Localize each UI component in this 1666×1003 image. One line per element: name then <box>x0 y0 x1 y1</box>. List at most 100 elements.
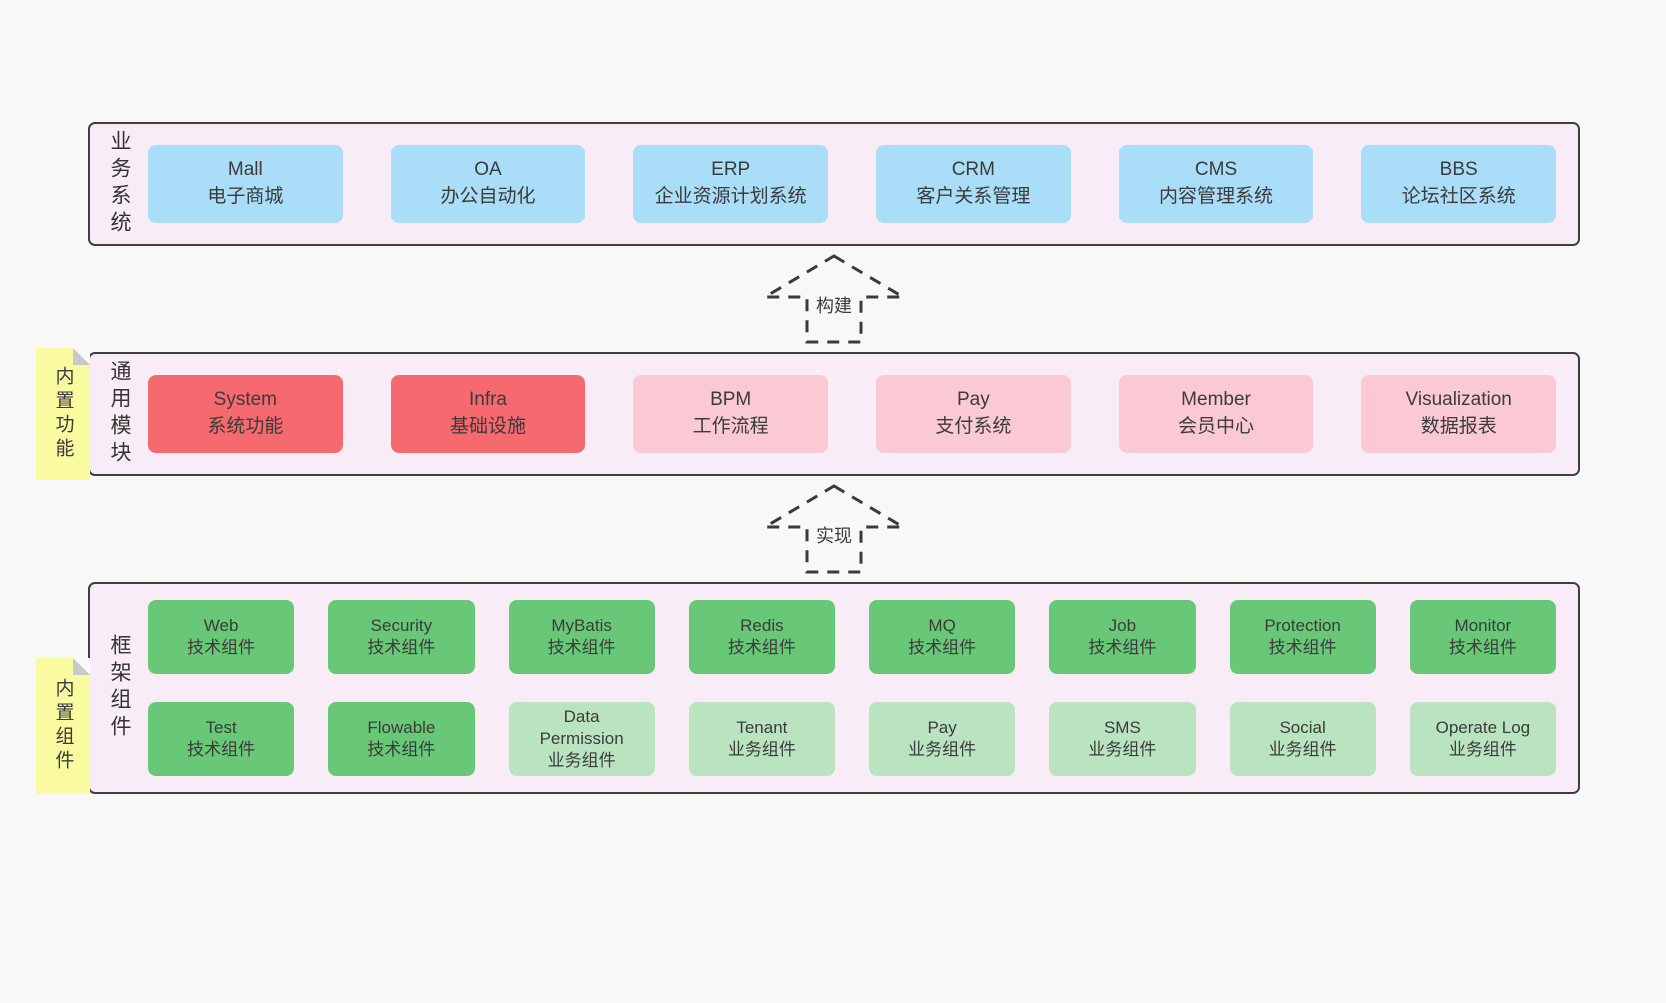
box-subtitle: 系统功能 <box>207 416 284 437</box>
implement-arrow-label: 实现 <box>812 522 856 548</box>
box-title: Operate Log <box>1435 717 1531 737</box>
box-bbs: BBS 论坛社区系统 <box>1361 145 1557 223</box>
box-subtitle: 业务组件 <box>908 740 977 759</box>
box-title: SMS <box>1103 717 1141 737</box>
box-title: Test <box>205 717 237 737</box>
box-title: Flowable <box>367 717 436 737</box>
box-flowable: Flowable 技术组件 <box>328 702 475 776</box>
box-title: Redis <box>740 615 784 635</box>
box-title: Tenant <box>736 717 788 737</box>
box-crm: CRM 客户关系管理 <box>876 145 1071 223</box>
box-title: Pay <box>956 389 990 411</box>
box-subtitle: 技术组件 <box>727 638 796 657</box>
build-arrow-label: 构建 <box>812 292 856 318</box>
box-subtitle: 会员中心 <box>1178 416 1255 437</box>
box-subtitle: 技术组件 <box>547 638 616 657</box>
build-arrow: 构建 <box>88 246 1580 352</box>
box-title: Security <box>370 615 433 635</box>
box-subtitle: 企业资源计划系统 <box>654 186 807 207</box>
built-in-components-note: 内置组件 <box>36 658 90 794</box>
box-mq: MQ 技术组件 <box>869 600 1016 674</box>
business-boxes: Mall 电子商城 OA 办公自动化 ERP 企业资源计划系统 CRM 客户关系… <box>148 145 1557 223</box>
box-security: Security 技术组件 <box>328 600 475 674</box>
box-operate-log: Operate Log 业务组件 <box>1409 702 1556 776</box>
box-bpm: BPM 工作流程 <box>633 375 829 453</box>
box-cms: CMS 内容管理系统 <box>1118 145 1314 223</box>
box-subtitle: 业务组件 <box>1268 740 1337 759</box>
box-subtitle: 业务组件 <box>1088 740 1157 759</box>
box-title: MyBatis <box>551 615 612 635</box>
panel-label-business: 业务系统 <box>108 130 131 238</box>
box-protection: Protection 技术组件 <box>1229 600 1376 674</box>
box-title: Web <box>203 615 239 635</box>
box-infra: Infra 基础设施 <box>390 375 586 453</box>
box-subtitle: 电子商城 <box>207 186 284 207</box>
box-title: Monitor <box>1454 615 1512 635</box>
box-oa: OA 办公自动化 <box>390 145 586 223</box>
box-subtitle: 客户关系管理 <box>916 186 1031 207</box>
box-subtitle: 办公自动化 <box>440 186 536 207</box>
panel-label-modules: 通用模块 <box>108 360 131 468</box>
box-title: Social <box>1279 717 1326 737</box>
box-title: OA <box>474 159 502 181</box>
box-pay-module: Pay 支付系统 <box>876 375 1071 453</box>
box-title: Visualization <box>1405 389 1512 411</box>
box-subtitle: 技术组件 <box>1448 638 1517 657</box>
built-in-features-note: 内置功能 <box>36 348 90 480</box>
box-subtitle: 技术组件 <box>1088 638 1157 657</box>
box-member: Member 会员中心 <box>1118 375 1314 453</box>
box-subtitle: 论坛社区系统 <box>1401 186 1516 207</box>
box-subtitle: 技术组件 <box>187 638 256 657</box>
framework-row-1: Web 技术组件 Security 技术组件 MyBatis 技术组件 Redi… <box>148 600 1556 674</box>
box-title: Pay <box>927 717 957 737</box>
box-subtitle: 技术组件 <box>187 740 256 759</box>
box-subtitle: 内容管理系统 <box>1159 186 1274 207</box>
box-title: MQ <box>928 615 956 635</box>
box-redis: Redis 技术组件 <box>688 600 835 674</box>
box-mall: Mall 电子商城 <box>148 145 343 223</box>
panel-label-framework: 框架组件 <box>108 634 131 742</box>
box-subtitle: 基础设施 <box>450 416 527 437</box>
box-subtitle: 技术组件 <box>908 638 977 657</box>
box-title: BPM <box>710 389 752 411</box>
up-arrow-icon <box>759 254 909 344</box>
box-erp: ERP 企业资源计划系统 <box>633 145 829 223</box>
box-subtitle: 工作流程 <box>692 416 769 437</box>
box-title: Protection <box>1264 615 1341 635</box>
box-subtitle: 业务组件 <box>1448 740 1517 759</box>
architecture-diagram: 业务系统 Mall 电子商城 OA 办公自动化 ERP 企业资源计划系统 CRM… <box>36 122 1580 794</box>
box-subtitle: 业务组件 <box>727 740 796 759</box>
box-title: Mall <box>227 159 263 181</box>
box-title: Infra <box>468 389 508 411</box>
up-arrow-icon <box>759 484 909 574</box>
box-web: Web 技术组件 <box>148 600 295 674</box>
box-title: CMS <box>1194 159 1238 181</box>
box-visualization: Visualization 数据报表 <box>1361 375 1557 453</box>
box-monitor: Monitor 技术组件 <box>1409 600 1556 674</box>
box-title: BBS <box>1439 159 1478 181</box>
business-systems-panel: 业务系统 Mall 电子商城 OA 办公自动化 ERP 企业资源计划系统 CRM… <box>88 122 1580 246</box>
implement-arrow: 实现 <box>88 476 1580 582</box>
box-subtitle: 数据报表 <box>1420 416 1497 437</box>
framework-row-2: Test 技术组件 Flowable 技术组件 Data Permission … <box>148 702 1556 776</box>
box-subtitle: 技术组件 <box>1268 638 1337 657</box>
box-system: System 系统功能 <box>148 375 343 453</box>
box-subtitle: 技术组件 <box>367 740 436 759</box>
box-title: Job <box>1108 615 1137 635</box>
box-job: Job 技术组件 <box>1049 600 1196 674</box>
box-sms: SMS 业务组件 <box>1049 702 1196 776</box>
box-title: Data Permission <box>539 706 624 748</box>
module-boxes: System 系统功能 Infra 基础设施 BPM 工作流程 Pay 支付系统… <box>148 375 1557 453</box>
box-tenant: Tenant 业务组件 <box>688 702 835 776</box>
box-subtitle: 支付系统 <box>935 416 1012 437</box>
common-modules-panel: 内置功能 通用模块 System 系统功能 Infra 基础设施 BPM 工作流… <box>36 348 1580 480</box>
box-data-permission: Data Permission 业务组件 <box>508 702 655 776</box>
framework-components-panel: 内置组件 框架组件 Web 技术组件 Security 技术组件 MyBatis… <box>36 582 1580 794</box>
box-title: ERP <box>711 159 751 181</box>
box-social: Social 业务组件 <box>1229 702 1376 776</box>
box-title: CRM <box>951 159 995 181</box>
box-title: System <box>213 389 278 411</box>
box-mybatis: MyBatis 技术组件 <box>508 600 655 674</box>
box-subtitle: 技术组件 <box>367 638 436 657</box>
box-title: Member <box>1181 389 1251 411</box>
